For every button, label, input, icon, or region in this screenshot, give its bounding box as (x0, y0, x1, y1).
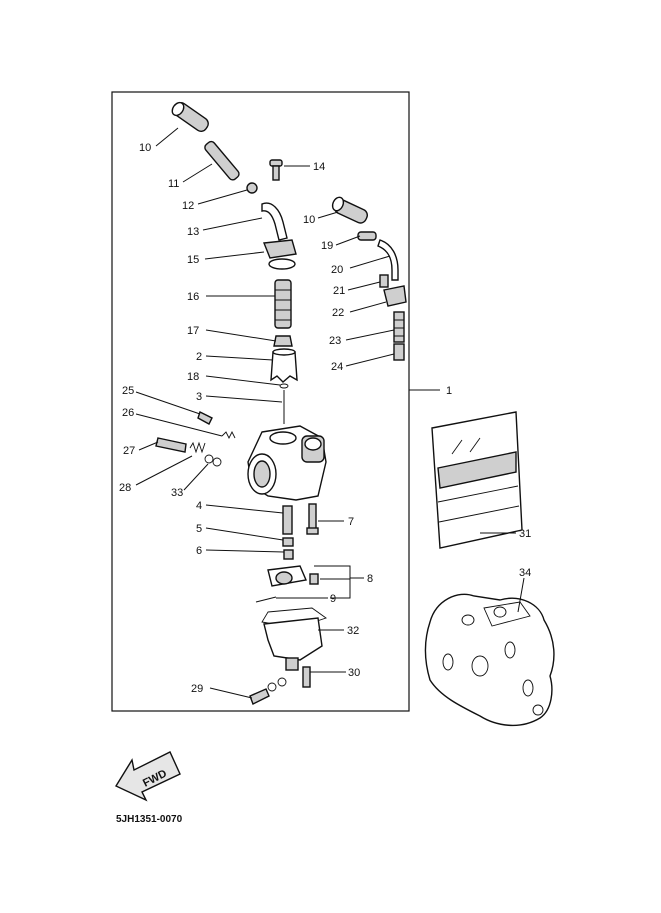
callout-17: 17 (187, 325, 199, 337)
callout-3: 3 (196, 391, 202, 403)
part-4-needle-jet (282, 505, 293, 535)
callout-9: 9 (330, 593, 336, 605)
callout-29: 29 (191, 683, 203, 695)
callout-30: 30 (348, 667, 360, 679)
callout-22: 22 (332, 307, 344, 319)
carburetor-body (247, 425, 327, 501)
callout-33: 33 (171, 487, 183, 499)
part-28-spring (189, 441, 206, 454)
part-12-nut (246, 182, 258, 194)
part-8-float (267, 565, 319, 587)
part-23-spring (393, 311, 405, 343)
callout-34: 34 (519, 567, 531, 579)
part-22-plate (383, 285, 407, 307)
callout-15: 15 (187, 254, 199, 266)
part-34-manifold (424, 593, 555, 727)
callout-12: 12 (182, 200, 194, 212)
callout-4: 4 (196, 500, 202, 512)
callout-27: 27 (123, 445, 135, 457)
callout-7: 7 (348, 516, 354, 528)
callout-32: 32 (347, 625, 359, 637)
part-5-nut (282, 537, 294, 547)
callout-31: 31 (519, 528, 531, 540)
leader-lines (135, 127, 525, 699)
callout-19: 19 (321, 240, 333, 252)
callout-26: 26 (122, 407, 134, 419)
callout-2: 2 (196, 351, 202, 363)
part-9-pin (255, 596, 277, 603)
part-31-gasket-set (431, 411, 523, 549)
callout-14: 14 (313, 161, 325, 173)
part-30-drain-screw (302, 666, 311, 688)
part-11-tube (204, 140, 240, 181)
part-10-right-cap (331, 196, 368, 224)
callout-13: 13 (187, 226, 199, 238)
callout-25: 25 (122, 385, 134, 397)
callout-16: 16 (187, 291, 199, 303)
diagram-code: 5JH1351-0070 (116, 814, 183, 825)
callout-21: 21 (333, 285, 345, 297)
part-27-idle-screw (155, 437, 187, 453)
callout-8: 8 (367, 573, 373, 585)
callout-6: 6 (196, 545, 202, 557)
part-7-screw (306, 503, 319, 535)
callout-24: 24 (331, 361, 343, 373)
part-15-top-cap (263, 239, 297, 270)
callout-20: 20 (331, 264, 343, 276)
callout-10-left: 10 (139, 142, 151, 154)
part-14-screw (269, 159, 283, 181)
callout-1: 1 (446, 385, 452, 397)
callout-5: 5 (196, 523, 202, 535)
part-6-main-jet (283, 549, 294, 560)
callout-11: 11 (168, 178, 179, 190)
fwd-direction-arrow: FWD (114, 751, 181, 802)
callout-10-right: 10 (303, 214, 315, 226)
callout-28: 28 (119, 482, 131, 494)
part-16-spring (274, 279, 292, 329)
callout-23: 23 (329, 335, 341, 347)
part-2-throttle-valve (270, 348, 298, 383)
part-19-adjuster (357, 231, 377, 241)
part-25-screw (197, 411, 213, 425)
part-29-screw (249, 677, 287, 705)
part-17-retainer (273, 335, 293, 347)
part-26-spring (221, 430, 236, 440)
part-21-screw (379, 274, 389, 288)
callout-18: 18 (187, 371, 199, 383)
part-13-cable-elbow (261, 202, 288, 241)
part-32-float-bowl (263, 617, 323, 671)
part-33-o-rings (204, 454, 222, 467)
callout-labels: 10 11 12 13 14 15 16 17 2 18 3 25 26 27 … (119, 142, 531, 695)
part-24-plunger (393, 343, 405, 361)
part-10-left-cap (171, 101, 209, 132)
part-18-clip (279, 383, 289, 389)
part-20-cable (377, 239, 399, 281)
assembly-frame (111, 91, 410, 712)
